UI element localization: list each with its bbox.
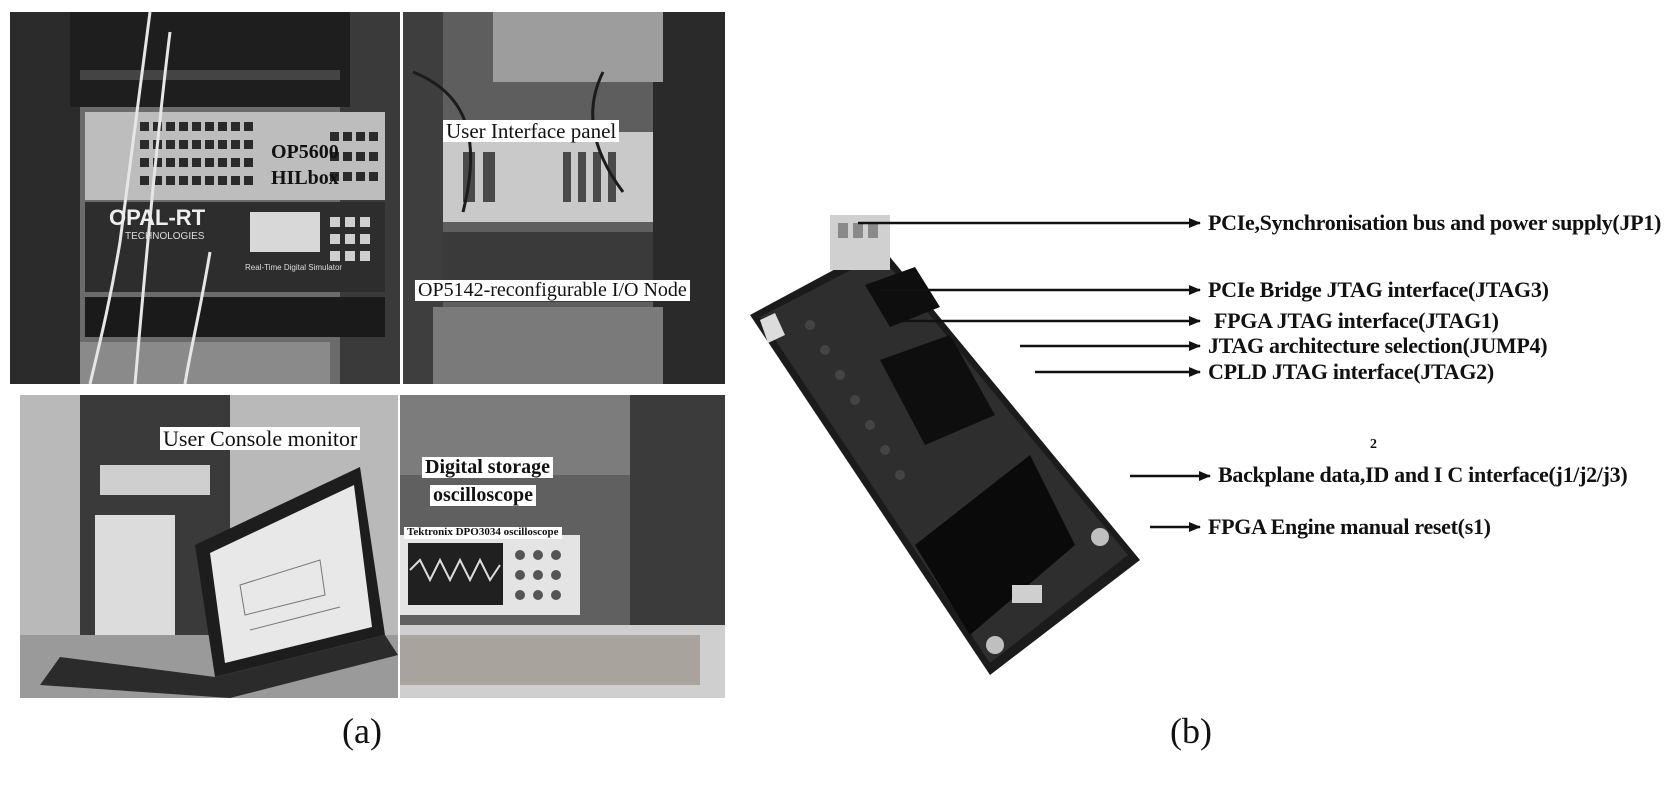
callout-backplane: Backplane data,ID and I C interface(j1/j… [1218,462,1628,487]
label-hilbox: HILbox [271,167,339,189]
photo-hilbox-rack: OP5600 HILbox OPAL-RT TECHNOLOGIES Real-… [10,12,400,384]
label-op5600: OP5600 [271,141,339,163]
label-user-console-monitor: User Console monitor [160,427,361,450]
superscript-2: 2 [1370,437,1377,452]
caption-b: (b) [1170,711,1212,751]
callout-reset: FPGA Engine manual reset(s1) [1208,514,1491,539]
photo-oscilloscope: Digital storage oscilloscope Tektronix D… [400,395,725,698]
label-scope-model: Tektronix DPO3034 oscilloscope [404,526,562,539]
label-front-text: Real-Time Digital Simulator [245,263,343,272]
caption-a: (a) [342,711,382,751]
callout-jtag2: CPLD JTAG interface(JTAG2) [1208,359,1494,384]
label-user-interface-panel: User Interface panel [443,120,620,142]
label-io-node: OP5142-reconfigurable I/O Node [415,280,690,301]
label-digital-storage: Digital storage [422,457,553,478]
label-brand: OPAL-RT [109,205,206,230]
fpga-board-photo [750,215,1140,675]
label-oscilloscope: oscilloscope [430,485,536,506]
callout-jtag3: PCIe Bridge JTAG interface(JTAG3) [1208,277,1549,302]
photo-io-node: User Interface panel OP5142-reconfigurab… [403,12,725,384]
callout-jp1: PCIe,Synchronisation bus and power suppl… [1208,210,1662,235]
callout-jump4: JTAG architecture selection(JUMP4) [1208,333,1548,358]
callout-jtag1: FPGA JTAG interface(JTAG1) [1214,308,1499,333]
photo-user-console: User Console monitor [20,395,398,698]
label-brand-sub: TECHNOLOGIES [125,231,205,242]
